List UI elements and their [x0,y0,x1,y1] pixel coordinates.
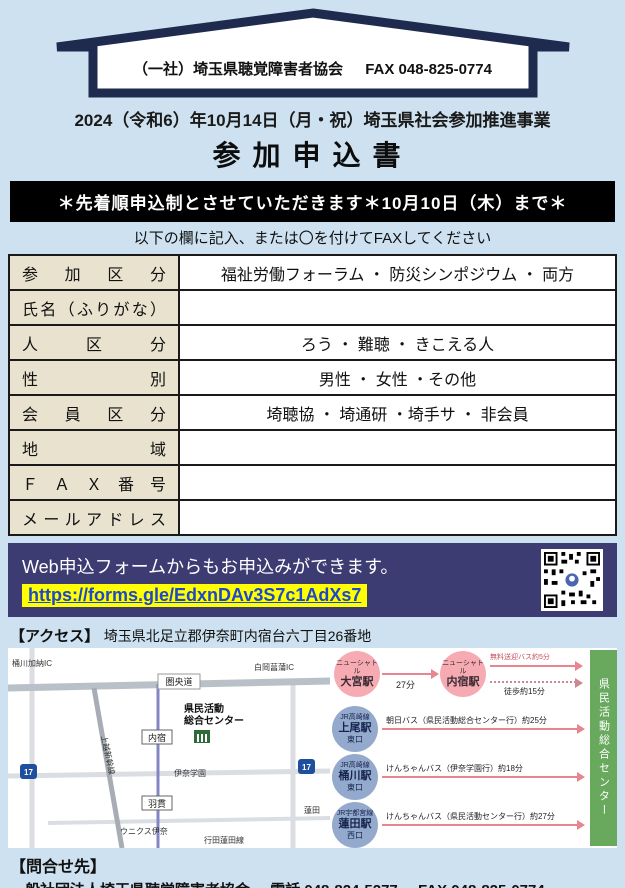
form-value-fax-number [178,464,617,501]
map-shinkansen-line [91,687,125,848]
map-label-center-2: 総合センター [184,714,244,727]
house-outline-shape [55,8,570,98]
form-label-region: 地域 [8,429,180,466]
map-label-hasuda: 蓮田 [304,805,320,815]
qr-code [541,549,603,611]
shuttle-duration: 27分 [396,680,416,690]
form-value-participation: 福祉労働フォーラム ・ 防災シンポジウム ・ 両方 [178,254,617,291]
bus-route-arrow [382,724,585,734]
form-value-email [178,499,617,536]
map-label-uchijuku: 内宿 [148,732,166,743]
access-address: 埼玉県北足立郡伊奈町内宿台六丁目26番地 [103,628,372,644]
map-label-gyoda-hasuda: 行田蓮田線 [204,835,244,845]
access-section: 圏央道 桶川加納IC 白岡菖蒲IC 上越新幹線 県民活動 総合センター 内宿 羽… [8,648,617,848]
contact-org: 一般社団法人埼玉県聴覚障害者協会 [10,882,250,888]
org-fax: FAX 048-825-0774 [365,61,492,78]
map-kenodo-box [157,673,201,690]
org-header: （一社）埼玉県聴覚障害者協会 FAX 048-825-0774 [53,8,573,98]
org-name: （一社）埼玉県聴覚障害者協会 [133,61,344,78]
station-omiya: ニューシャトル 大宮駅 [334,651,380,697]
bus-route-label: けんちゃんバス（県民活動センター行）約27分 [386,812,555,821]
map-label-route17-b: 17 [302,763,311,772]
shuttle-arrow [382,669,439,679]
map-label-unicus: ウニクス伊奈 [120,826,168,836]
fax-instruction: 以下の欄に記入、または〇を付けてFAXしてください [133,230,492,247]
form-value-person-type: ろう ・ 難聴 ・ きこえる人 [178,324,617,361]
application-form-table: 参加区分 福祉労働フォーラム ・ 防災シンポジウム ・ 両方 氏名（ふりがな） … [8,254,617,536]
table-row: 人区分 ろう ・ 難聴 ・ きこえる人 [8,324,617,361]
google-form-link[interactable]: https://forms.gle/EdxnDAv3S7c1AdXs7 [22,584,368,607]
free-bus-arrow [490,661,583,671]
bus-route-arrow [382,820,585,830]
table-row: 会員区分 埼聴協 ・ 埼通研 ・埼手サ ・ 非会員 [8,394,617,431]
contact-fax: FAX 048-825-0774 [418,882,545,888]
map-label-kenodo: 圏央道 [165,676,192,687]
map-label-hanuki: 羽貫 [148,799,166,809]
transit-route-diagram: 県民活動総合センター ニューシャトル 大宮駅 27分 ニューシャトル 内宿駅 無… [330,648,617,848]
form-value-gender: 男性 ・ 女性 ・その他 [178,359,617,396]
access-heading: 【アクセス】 [10,628,100,645]
table-row: 性別 男性 ・ 女性 ・その他 [8,359,617,396]
map-road [8,768,330,779]
station-ageo: JR高崎線 上尾駅 東口 [332,706,378,752]
map-label-okegawa-ic: 桶川加納IC [12,658,52,668]
page-title: 参加申込書 [212,140,413,171]
form-value-region [178,429,617,466]
bus-route-label: けんちゃんバス（伊奈学園行）約18分 [386,764,523,773]
table-row: 参加区分 福祉労働フォーラム ・ 防災シンポジウム ・ 両方 [8,254,617,291]
table-row: メールアドレス [8,499,617,536]
form-label-name: 氏名（ふりがな） [8,289,180,326]
web-apply-text: Web申込フォームからもお申込みができます。 [22,557,399,577]
route-17-shield-icon [298,759,315,774]
form-label-gender: 性別 [8,359,180,396]
destination-bar: 県民活動総合センター [590,650,617,846]
table-row: ＦＡＸ番号 [8,464,617,501]
bus-route-label: 朝日バス（県民活動総合センター行）約25分 [386,716,547,725]
form-value-name [178,289,617,326]
map-label-ina-gakuen: 伊奈学園 [174,768,206,778]
form-label-fax-number: ＦＡＸ番号 [8,464,180,501]
map-label-route17-a: 17 [24,768,33,777]
area-map: 圏央道 桶川加納IC 白岡菖蒲IC 上越新幹線 県民活動 総合センター 内宿 羽… [8,648,330,848]
form-label-participation: 参加区分 [8,254,180,291]
contact-line: 一般社団法人埼玉県聴覚障害者協会 電話 048-824-5277 FAX 048… [10,879,615,888]
form-label-membership: 会員区分 [8,394,180,431]
map-station-box [141,795,173,811]
station-okegawa: JR高崎線 桶川駅 東口 [332,754,378,800]
contact-tel: 電話 048-824-5277 [270,882,398,888]
table-row: 地域 [8,429,617,466]
deadline-banner: ＊先着順申込制とさせていただきます＊10月10日（木）まで＊ [10,181,615,222]
route-17-shield-icon [20,764,37,779]
contact-heading: 【問合せ先】 [10,859,107,876]
station-uchijuku: ニューシャトル 内宿駅 [440,651,486,697]
walk-arrow [490,678,583,688]
free-shuttle-bus-label: 無料送迎バス約5分 [490,654,550,661]
map-station-box [141,729,173,745]
form-label-email: メールアドレス [8,499,180,536]
bus-route-arrow [382,772,585,782]
map-label-shiraoka-ic: 白岡菖蒲IC [254,662,294,672]
web-apply-banner: Web申込フォームからもお申込みができます。 https://forms.gle… [8,543,617,617]
form-value-membership: 埼聴協 ・ 埼通研 ・埼手サ ・ 非会員 [178,394,617,431]
map-road [47,816,330,825]
map-label-center-1: 県民活動 [184,702,224,715]
station-hasuda: JR宇都宮線 蓮田駅 西口 [332,802,378,848]
form-label-person-type: 人区分 [8,324,180,361]
contact-section: 【問合せ先】 一般社団法人埼玉県聴覚障害者協会 電話 048-824-5277 … [10,853,615,888]
table-row: 氏名（ふりがな） [8,289,617,326]
event-title-line: 2024（令和6）年10月14日（月・祝）埼玉県社会参加推進事業 [74,111,551,130]
walk-label: 徒歩約15分 [504,687,545,696]
access-heading-row: 【アクセス】 埼玉県北足立郡伊奈町内宿台六丁目26番地 [10,625,615,646]
